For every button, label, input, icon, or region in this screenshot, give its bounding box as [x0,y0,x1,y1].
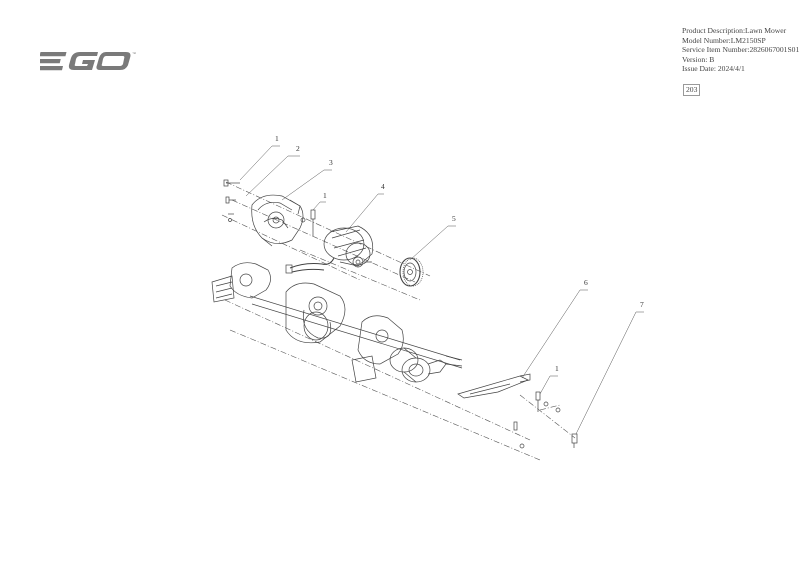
transmission-assembly [211,262,463,383]
screw-part-7 [571,433,578,448]
product-description: Product Description:Lawn Mower [682,26,787,35]
version: Version: B [682,54,715,64]
callout-1c: 1 [555,364,559,373]
gear-disk-part-5 [399,257,424,287]
model-number: Model Number:LM2150SP [682,35,766,45]
issue-date: Issue Date: 2024/4/1 [682,64,745,74]
bracket-part-6 [457,373,531,399]
service-item-number: Service Item Number:2826067001S01 [682,45,800,55]
screw-part-1b [310,209,316,236]
assembly-axis-lines [221,181,576,461]
motor-part-4 [285,225,374,274]
callout-2: 2 [296,144,300,153]
screw-part-1 [223,179,240,222]
page-number: 203 [683,84,701,96]
callout-7: 7 [640,300,644,309]
callout-leader-lines [239,145,644,435]
callout-6: 6 [584,278,588,287]
end-bracket-part-3 [251,194,306,247]
trademark-mark: ™ [132,51,136,56]
callout-5: 5 [452,214,456,223]
ego-logo: ™ [40,51,136,71]
callout-1: 1 [275,134,279,143]
callout-1b: 1 [323,191,327,200]
product-info: Product Description:Lawn Mower Model Num… [682,26,799,74]
callout-4: 4 [381,182,385,191]
callout-numbers: 1 2 3 1 4 5 6 1 7 [275,134,644,373]
screw-part-1c [513,391,561,449]
callout-3: 3 [329,158,333,167]
